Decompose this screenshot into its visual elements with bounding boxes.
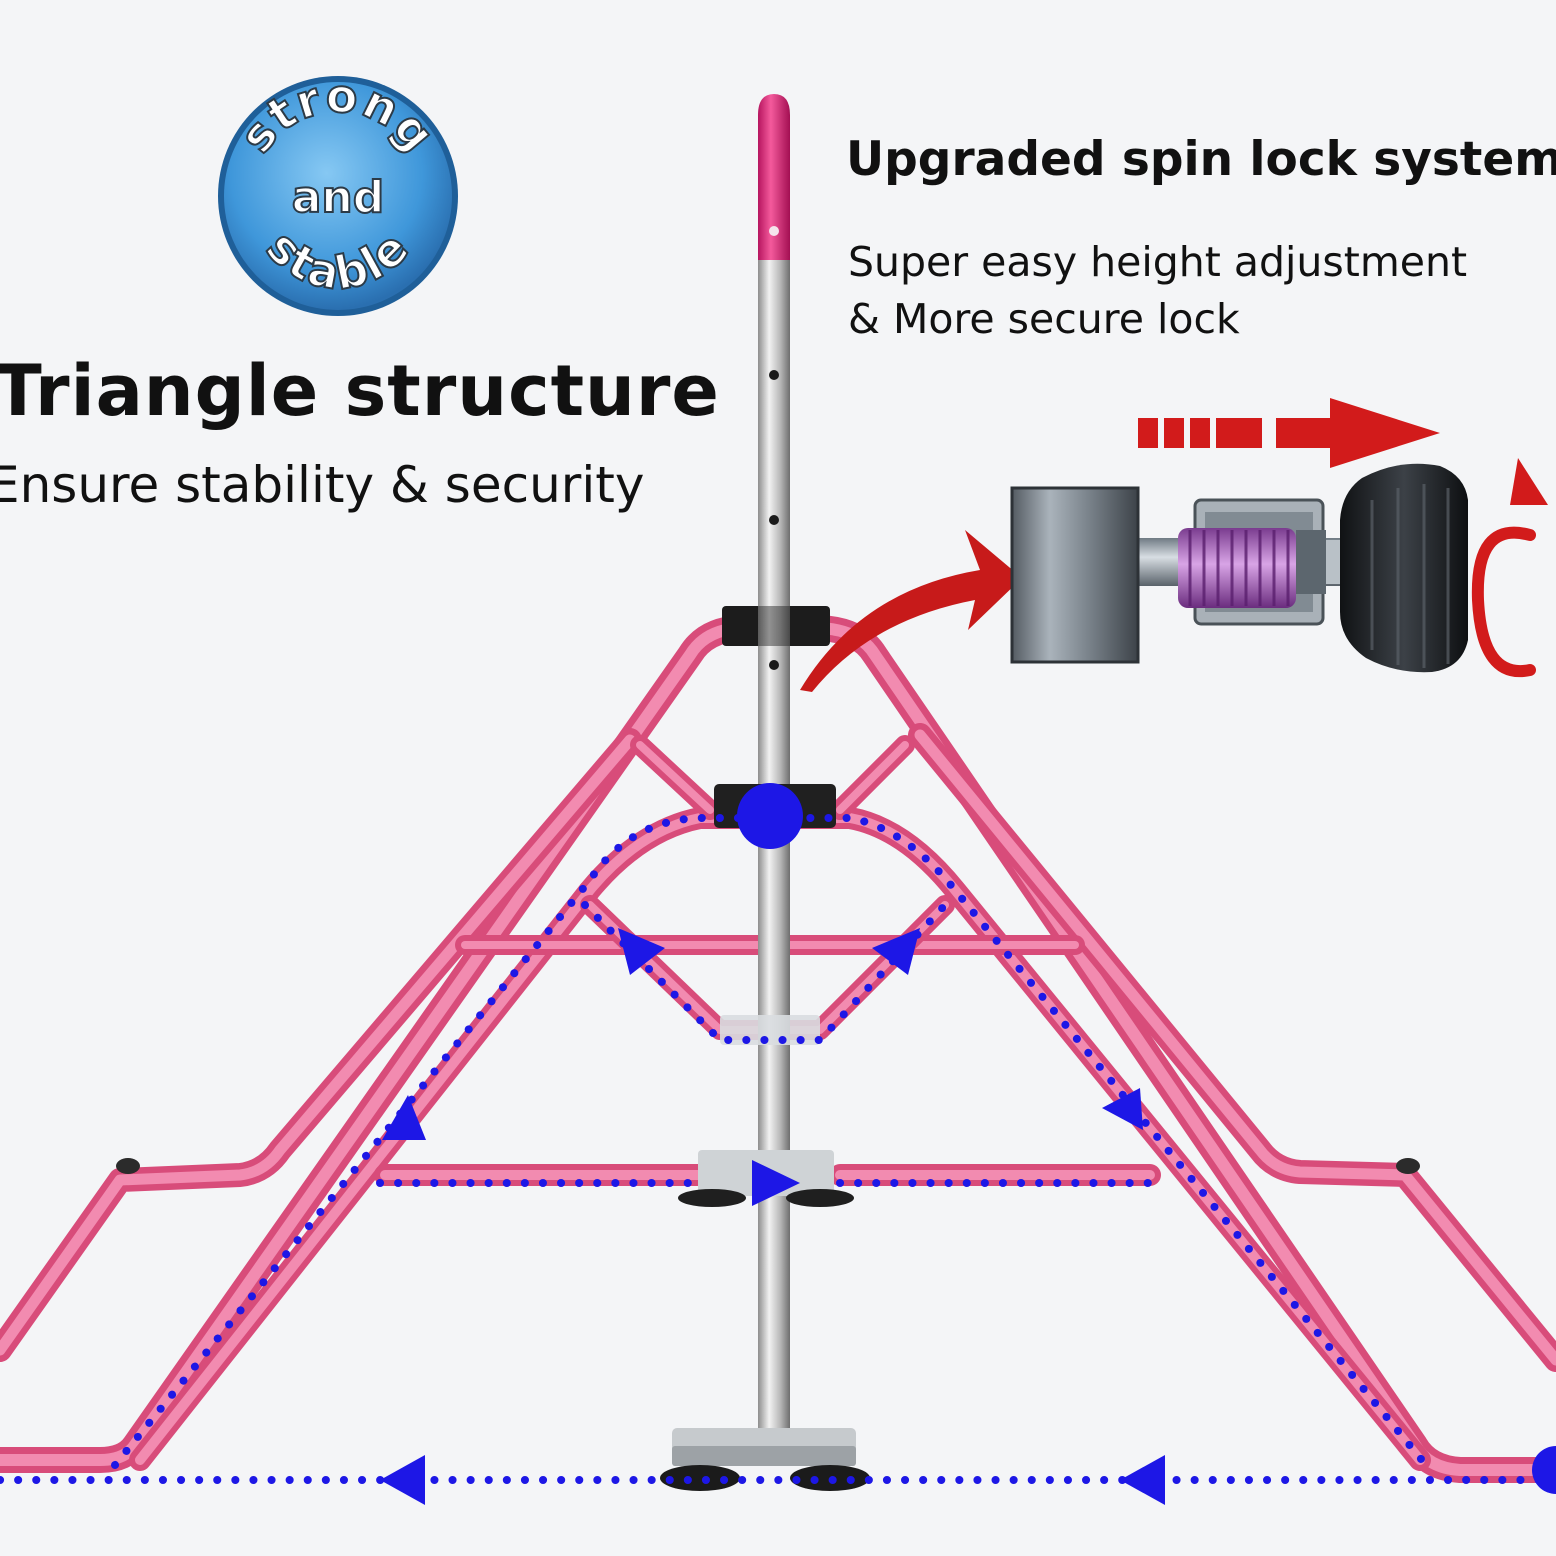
curved-arrow-icon [800,530,1022,692]
direction-arrow-icon [380,928,1165,1505]
rotation-arrow-icon [1471,526,1536,678]
frame-foot-caps [116,1158,1420,1174]
rotation-arrow-head [1510,458,1548,505]
badge-line-middle: and [292,172,385,223]
triangle-structure-subtitle: Ensure stability & security [0,456,645,514]
spin-lock-description-line-2: & More secure lock [848,295,1240,343]
spin-lock-knob-icon [1010,463,1468,673]
triangle-structure-title: Triangle structure [0,350,720,432]
center-pole [660,94,870,1491]
badge-seal-icon: strong and stable [218,72,458,316]
slide-arrow-icon [1138,398,1440,468]
spin-lock-description-line-1: Super easy height adjustment [848,238,1468,286]
spin-lock-description: Super easy height adjustment & More secu… [848,234,1467,348]
pivot-dot [737,783,803,849]
spin-lock-title: Upgraded spin lock system [846,132,1556,187]
corner-dot [1532,1446,1556,1494]
pink-frame [0,615,1556,1483]
